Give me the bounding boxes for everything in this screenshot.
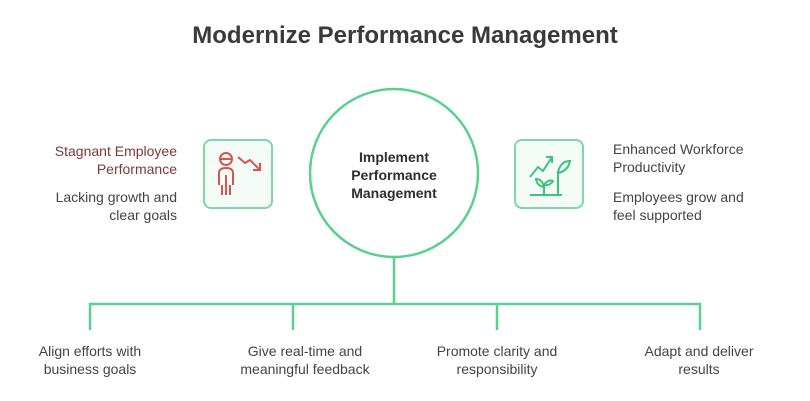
plant-growth-chart-icon bbox=[529, 156, 572, 196]
left-heading: Stagnant Employee Performance bbox=[54, 143, 177, 177]
center-label: Implement Performance Management bbox=[351, 149, 437, 201]
page-title: Modernize Performance Management bbox=[192, 22, 618, 49]
right-subtext: Employees grow and feel supported bbox=[613, 189, 744, 223]
left-subtext: Lacking growth and clear goals bbox=[55, 189, 177, 223]
bottom-item-4: Adapt and deliver results bbox=[644, 343, 754, 377]
left-icon-box bbox=[203, 139, 273, 209]
bottom-item-1: Align efforts with business goals bbox=[38, 343, 142, 377]
right-heading: Enhanced Workforce Productivity bbox=[613, 141, 744, 175]
bottom-item-3: Promote clarity and responsibility bbox=[436, 343, 558, 377]
person-declining-chart-icon bbox=[218, 152, 261, 195]
right-icon-box bbox=[514, 139, 584, 209]
bottom-item-2: Give real-time and meaningful feedback bbox=[240, 343, 370, 377]
